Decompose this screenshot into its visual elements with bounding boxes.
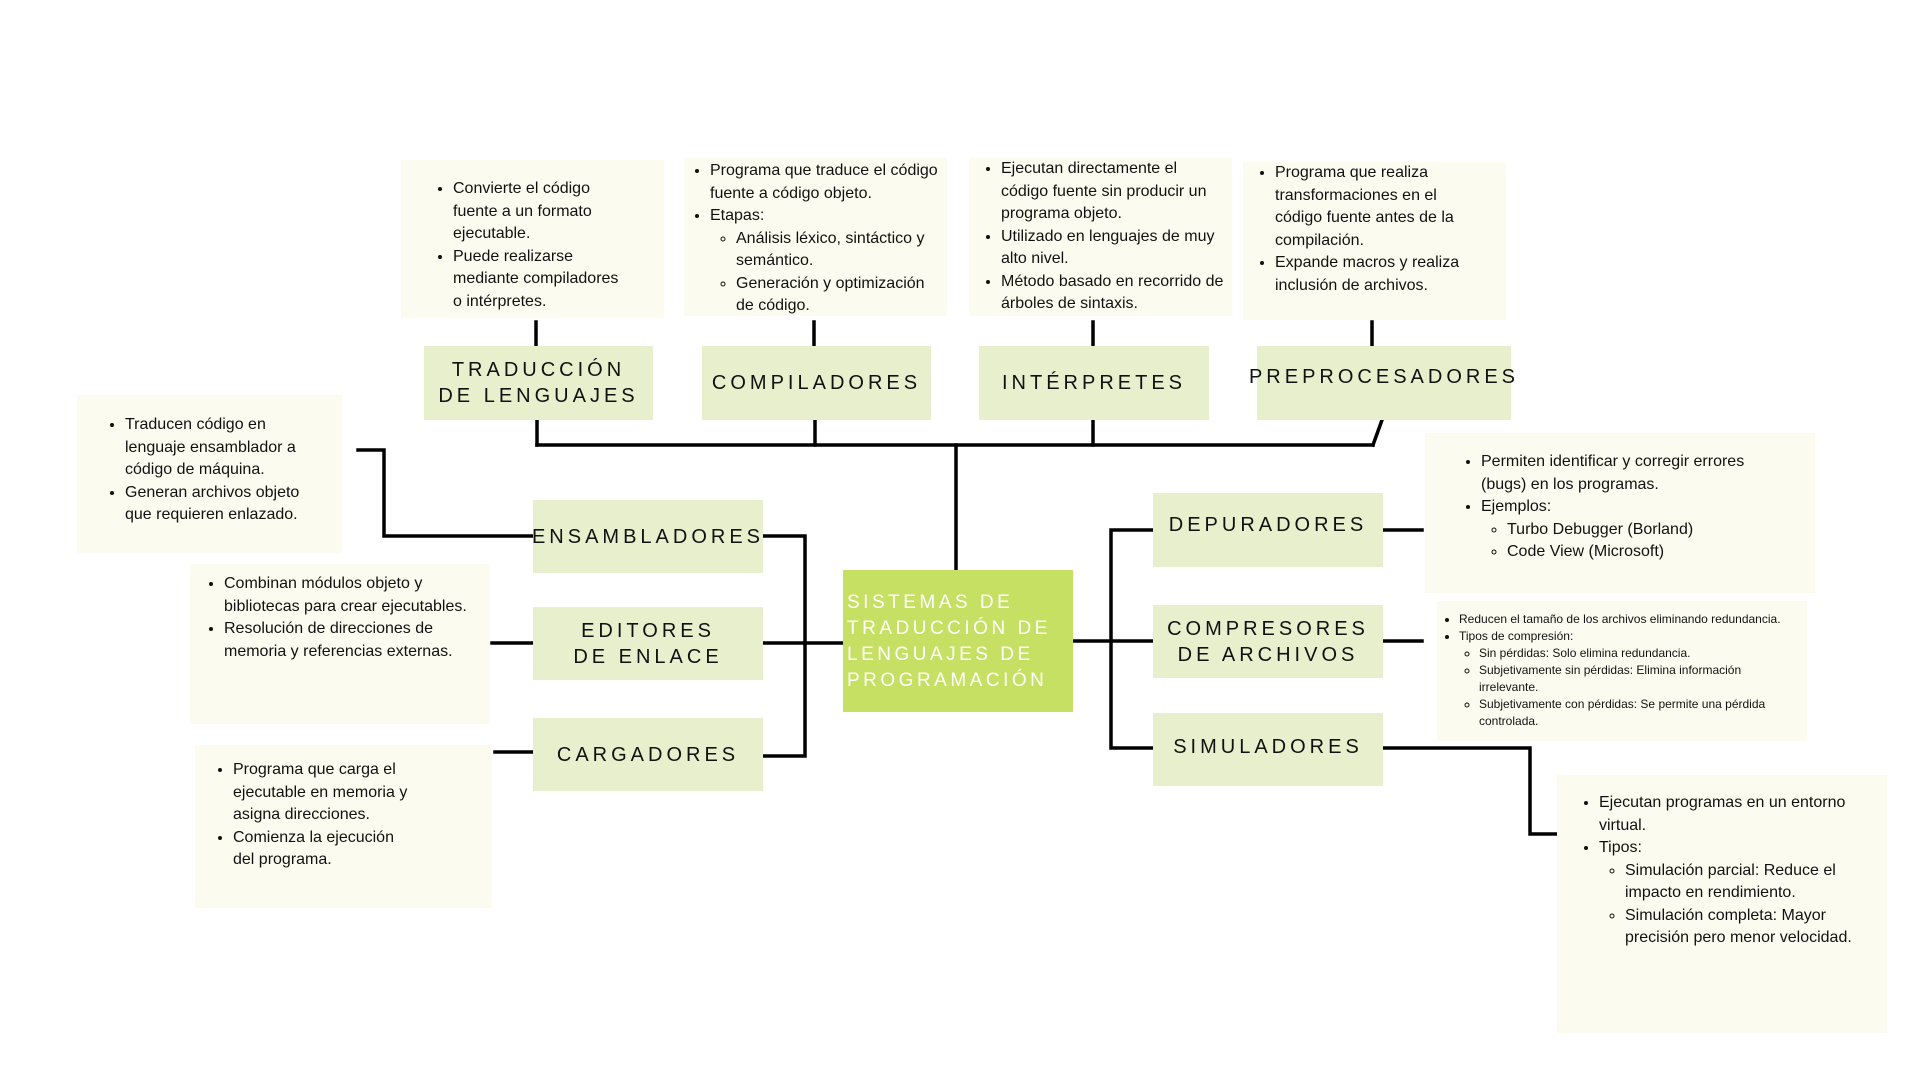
node-editores: EDITORES DE ENLACE: [533, 607, 763, 680]
node-cargadores: CARGADORES: [533, 718, 763, 791]
note-subitem: Simulación parcial: Reduce el impacto en…: [1625, 860, 1873, 905]
node-compresores: COMPRESORES DE ARCHIVOS: [1153, 605, 1383, 678]
note-interpretes: Ejecutan directamente el código fuente s…: [969, 158, 1232, 316]
note-item: Traducen código en lenguaje ensamblador …: [125, 414, 316, 482]
node-traduccion: TRADUCCIÓN DE LENGUAJES: [424, 346, 653, 420]
note-simuladores: Ejecutan programas en un entorno virtual…: [1557, 775, 1887, 1033]
note-item: Tipos de compresión: Sin pérdidas: Solo …: [1459, 628, 1791, 730]
note-item: Ejemplos: Turbo Debugger (Borland) Code …: [1481, 496, 1775, 564]
center-node: SISTEMAS DE TRADUCCIÓN DE LENGUAJES DE P…: [843, 570, 1073, 712]
node-ensambladores: ENSAMBLADORES: [532, 500, 763, 573]
note-item-text: Etapas:: [710, 207, 765, 224]
note-traduccion: Convierte el código fuente a un formato …: [401, 160, 664, 318]
note-cargadores: Programa que carga el ejecutable en memo…: [195, 745, 492, 908]
node-simuladores: SIMULADORES: [1153, 713, 1383, 786]
note-subitem: Simulación completa: Mayor precisión per…: [1625, 905, 1873, 950]
note-item: Método basado en recorrido de árboles de…: [1001, 271, 1226, 316]
note-item: Reducen el tamaño de los archivos elimin…: [1459, 611, 1791, 628]
note-item: Tipos: Simulación parcial: Reduce el imp…: [1599, 837, 1873, 950]
note-item-text: Ejemplos:: [1481, 498, 1552, 515]
note-item: Programa que carga el ejecutable en memo…: [233, 759, 416, 827]
note-preprocesadores: Programa que realiza transformaciones en…: [1243, 162, 1506, 320]
note-subitem: Subjetivamente con pérdidas: Se permite …: [1479, 696, 1791, 730]
connector-simuladores-note: [1381, 746, 1559, 836]
connector-right-bracket: [1109, 528, 1155, 750]
note-item: Convierte el código fuente a un formato …: [453, 178, 630, 246]
note-subitem: Generación y optimización de código.: [736, 273, 943, 318]
connector-ensambladores-note: [356, 448, 535, 538]
note-compresores: Reducen el tamaño de los archivos elimin…: [1437, 601, 1807, 741]
note-item: Expande macros y realiza inclusión de ar…: [1275, 252, 1486, 297]
note-item-text: Tipos de compresión:: [1459, 629, 1574, 643]
connector-preprocesadores: [1370, 417, 1385, 448]
note-item: Permiten identificar y corregir errores …: [1481, 451, 1775, 496]
note-item: Utilizado en lenguajes de muy alto nivel…: [1001, 226, 1226, 271]
node-interpretes: INTÉRPRETES: [979, 346, 1209, 420]
note-item: Comienza la ejecución del programa.: [233, 827, 416, 872]
note-item: Etapas: Análisis léxico, sintáctico y se…: [710, 205, 943, 318]
node-preprocesadores: PREPROCESADORES: [1249, 346, 1515, 420]
node-depuradores: DEPURADORES: [1153, 493, 1383, 567]
note-subitem: Sin pérdidas: Solo elimina redundancia.: [1479, 645, 1791, 662]
note-item: Generan archivos objeto que requieren en…: [125, 482, 316, 527]
note-ensambladores: Traducen código en lenguaje ensamblador …: [77, 395, 342, 553]
node-compiladores: COMPILADORES: [702, 346, 931, 420]
note-item: Resolución de direcciones de memoria y r…: [224, 618, 476, 663]
note-item: Ejecutan programas en un entorno virtual…: [1599, 792, 1873, 837]
note-subitem: Turbo Debugger (Borland): [1507, 519, 1775, 542]
note-item-text: Tipos:: [1599, 839, 1642, 856]
note-subitem: Code View (Microsoft): [1507, 541, 1775, 564]
note-compiladores: Programa que traduce el código fuente a …: [684, 158, 947, 316]
connector-left-bracket: [761, 534, 807, 758]
note-item: Combinan módulos objeto y bibliotecas pa…: [224, 573, 476, 618]
note-editores: Combinan módulos objeto y bibliotecas pa…: [190, 564, 490, 724]
note-item: Puede realizarse mediante compiladores o…: [453, 246, 630, 314]
note-depuradores: Permiten identificar y corregir errores …: [1425, 433, 1815, 593]
note-item: Ejecutan directamente el código fuente s…: [1001, 158, 1226, 226]
note-subitem: Análisis léxico, sintáctico y semántico.: [736, 228, 943, 273]
note-subitem: Subjetivamente sin pérdidas: Elimina inf…: [1479, 662, 1791, 696]
note-item: Programa que realiza transformaciones en…: [1275, 162, 1486, 252]
note-item: Programa que traduce el código fuente a …: [710, 160, 943, 205]
